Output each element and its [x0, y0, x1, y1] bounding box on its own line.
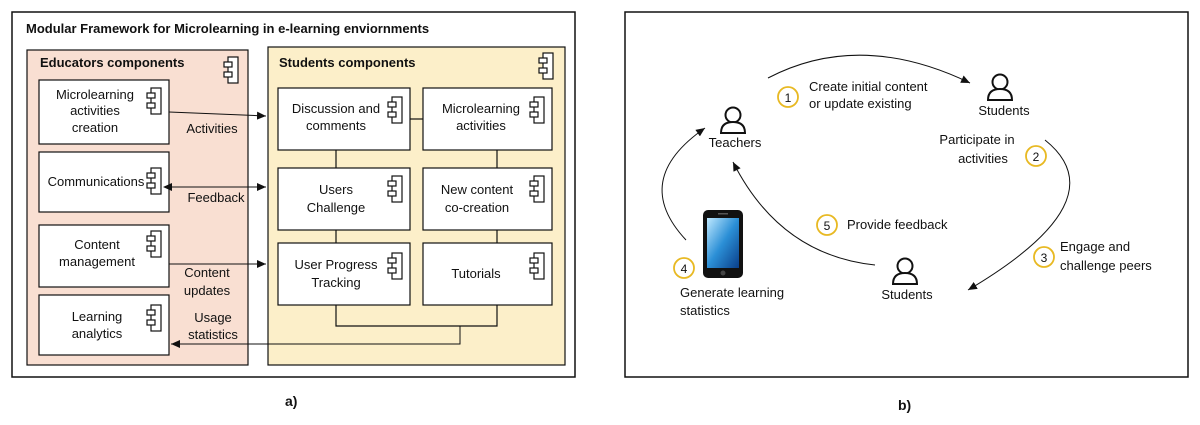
- svg-text:management: management: [59, 254, 135, 269]
- svg-text:Users: Users: [319, 182, 353, 197]
- panel-b: Teachers Students Students: [624, 11, 1189, 413]
- svg-text:or update existing: or update existing: [809, 96, 912, 111]
- svg-text:activities: activities: [456, 118, 506, 133]
- svg-text:Engage and: Engage and: [1060, 239, 1130, 254]
- caption-a: a): [285, 393, 297, 409]
- svg-text:3: 3: [1041, 251, 1048, 265]
- students-top-person-icon: [986, 73, 1014, 101]
- svg-text:creation: creation: [72, 120, 118, 135]
- svg-text:activities: activities: [958, 151, 1008, 166]
- svg-text:comments: comments: [306, 118, 366, 133]
- svg-text:1: 1: [785, 91, 792, 105]
- svg-text:New content: New content: [441, 182, 514, 197]
- arrow-step-4: [661, 127, 706, 241]
- students-top-label: Students: [978, 103, 1030, 118]
- label-activities: Activities: [186, 121, 238, 136]
- student-component-progress-tracking: User Progress Tracking: [277, 242, 411, 306]
- panel-a: Modular Framework for Microlearning in e…: [11, 11, 576, 409]
- educators-title: Educators components: [40, 55, 184, 70]
- svg-text:Generate learning: Generate learning: [680, 285, 784, 300]
- label-content-updates-1: Content: [184, 265, 230, 280]
- educator-component-content-management: Content management: [38, 224, 170, 288]
- activities-arrow: [168, 111, 267, 120]
- svg-text:Content: Content: [74, 237, 120, 252]
- student-component-users-challenge: Users Challenge: [277, 167, 411, 231]
- students-bottom-person-icon: [891, 257, 919, 285]
- svg-text:activities: activities: [70, 103, 120, 118]
- connection-arrows: [163, 111, 461, 348]
- svg-text:Microlearning: Microlearning: [56, 87, 134, 102]
- student-component-discussion: Discussion and comments: [277, 87, 411, 151]
- step-1: 1 Create initial content or update exist…: [777, 79, 928, 111]
- step-4: 4 Generate learning statistics: [673, 257, 784, 318]
- svg-text:Create initial content: Create initial content: [809, 79, 928, 94]
- arrow-step-5: [732, 161, 876, 266]
- educator-component-activities-creation: Microlearning activities creation: [38, 79, 170, 145]
- flow-arrows: [661, 54, 1071, 291]
- student-component-new-content: New content co-creation: [422, 167, 553, 231]
- student-component-microlearning-activities: Microlearning activities: [422, 87, 553, 151]
- teachers-person-icon: [719, 106, 747, 134]
- svg-text:analytics: analytics: [72, 326, 123, 341]
- label-usage-statistics-2: statistics: [188, 327, 238, 342]
- svg-text:Learning: Learning: [72, 309, 123, 324]
- caption-b: b): [898, 397, 911, 413]
- student-connectors: [335, 118, 498, 327]
- svg-text:Tutorials: Tutorials: [451, 266, 501, 281]
- svg-text:User Progress: User Progress: [294, 257, 378, 272]
- svg-text:Challenge: Challenge: [307, 200, 366, 215]
- svg-text:Provide feedback: Provide feedback: [847, 217, 948, 232]
- svg-text:2: 2: [1033, 150, 1040, 164]
- svg-text:Participate in: Participate in: [939, 132, 1014, 147]
- label-content-updates-2: updates: [184, 283, 231, 298]
- step-2: 2 Participate in activities: [939, 132, 1047, 167]
- usage-statistics-arrow: [171, 326, 461, 348]
- svg-text:challenge peers: challenge peers: [1060, 258, 1152, 273]
- student-component-tutorials: Tutorials: [422, 242, 553, 306]
- educator-component-learning-analytics: Learning analytics: [38, 294, 170, 356]
- svg-text:Tracking: Tracking: [311, 275, 360, 290]
- svg-text:5: 5: [824, 219, 831, 233]
- svg-text:Communications: Communications: [48, 174, 145, 189]
- step-3: 3 Engage and challenge peers: [1033, 239, 1152, 273]
- step-5: 5 Provide feedback: [816, 214, 948, 236]
- educator-component-communications: Communications: [38, 151, 170, 213]
- smartphone-icon: [703, 210, 743, 278]
- svg-text:Discussion and: Discussion and: [292, 101, 380, 116]
- framework-title: Modular Framework for Microlearning in e…: [26, 21, 429, 36]
- students-bottom-label: Students: [881, 287, 933, 302]
- svg-text:4: 4: [681, 262, 688, 276]
- svg-text:statistics: statistics: [680, 303, 730, 318]
- arrow-step-1: [767, 54, 971, 84]
- students-title: Students components: [279, 55, 416, 70]
- teachers-label: Teachers: [709, 135, 762, 150]
- label-feedback: Feedback: [187, 190, 245, 205]
- svg-text:Microlearning: Microlearning: [442, 101, 520, 116]
- workflow-frame: [624, 11, 1189, 378]
- label-usage-statistics-1: Usage: [194, 310, 232, 325]
- svg-text:co-creation: co-creation: [445, 200, 509, 215]
- arrow-step-2-3: [967, 139, 1071, 291]
